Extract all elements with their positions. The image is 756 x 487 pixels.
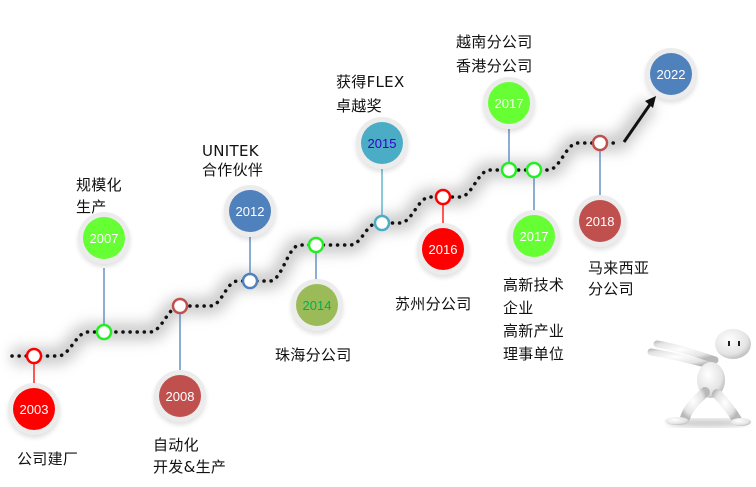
year-text: 2014 — [302, 297, 332, 313]
milestone-label-2012: UNITEK 合作伙伴 — [202, 142, 264, 179]
year-badge-2017-b: 2017 — [513, 215, 555, 257]
year-badge-2007: 2007 — [83, 217, 125, 259]
year-text: 2017 — [519, 228, 549, 244]
year-badge-2016: 2016 — [422, 228, 464, 270]
year-text: 2012 — [235, 203, 265, 219]
year-text: 2022 — [656, 66, 686, 82]
year-badge-2008: 2008 — [159, 375, 201, 417]
milestone-label-2008: 自动化 开发&生产 — [153, 436, 227, 476]
node-2014 — [307, 236, 325, 254]
milestone-label-2018: 马来西亚 分公司 — [588, 259, 650, 298]
year-badge-2012: 2012 — [229, 190, 271, 232]
year-text: 2003 — [19, 401, 49, 417]
node-2018 — [591, 134, 609, 152]
milestone-label-2017-a: 越南分公司 香港分公司 — [456, 33, 533, 75]
node-2003 — [25, 347, 43, 365]
milestone-label-2015: 获得FLEX 卓越奖 — [336, 73, 405, 115]
year-text: 2018 — [585, 213, 615, 229]
year-text: 2015 — [367, 135, 397, 151]
year-text: 2007 — [89, 230, 119, 246]
year-text: 2017 — [494, 95, 524, 111]
year-badge-2014: 2014 — [296, 284, 338, 326]
node-2012 — [241, 272, 259, 290]
node-2008 — [171, 297, 189, 315]
node-2015 — [373, 214, 391, 232]
node-2007 — [95, 323, 113, 341]
arrow-up-right-icon — [622, 102, 653, 143]
milestone-label-2003: 公司建厂 — [17, 450, 79, 468]
year-badge-2015: 2015 — [361, 122, 403, 164]
year-badge-2022: 2022 — [650, 53, 692, 95]
year-badge-2018: 2018 — [579, 200, 621, 242]
year-badge-2017-a: 2017 — [488, 82, 530, 124]
arrowhead-icon — [645, 96, 656, 108]
dotted-timeline-path — [10, 141, 622, 358]
year-text: 2016 — [428, 241, 458, 257]
node-2016 — [434, 188, 452, 206]
timeline-nodes — [25, 134, 609, 365]
node-2017-b — [525, 161, 543, 179]
milestone-label-2007: 规模化 生产 — [76, 176, 122, 216]
milestone-label-2014: 珠海分公司 — [275, 346, 352, 364]
year-badge-2003: 2003 — [13, 388, 55, 430]
milestone-label-2016: 苏州分公司 — [395, 295, 472, 313]
node-2017-a — [500, 161, 518, 179]
milestone-label-2017-b: 高新技术 企业 高新产业 理事单位 — [503, 276, 565, 363]
year-text: 2008 — [165, 388, 195, 404]
pushing-man-3d-figure-icon — [647, 329, 751, 427]
connector-lines — [33, 126, 601, 385]
